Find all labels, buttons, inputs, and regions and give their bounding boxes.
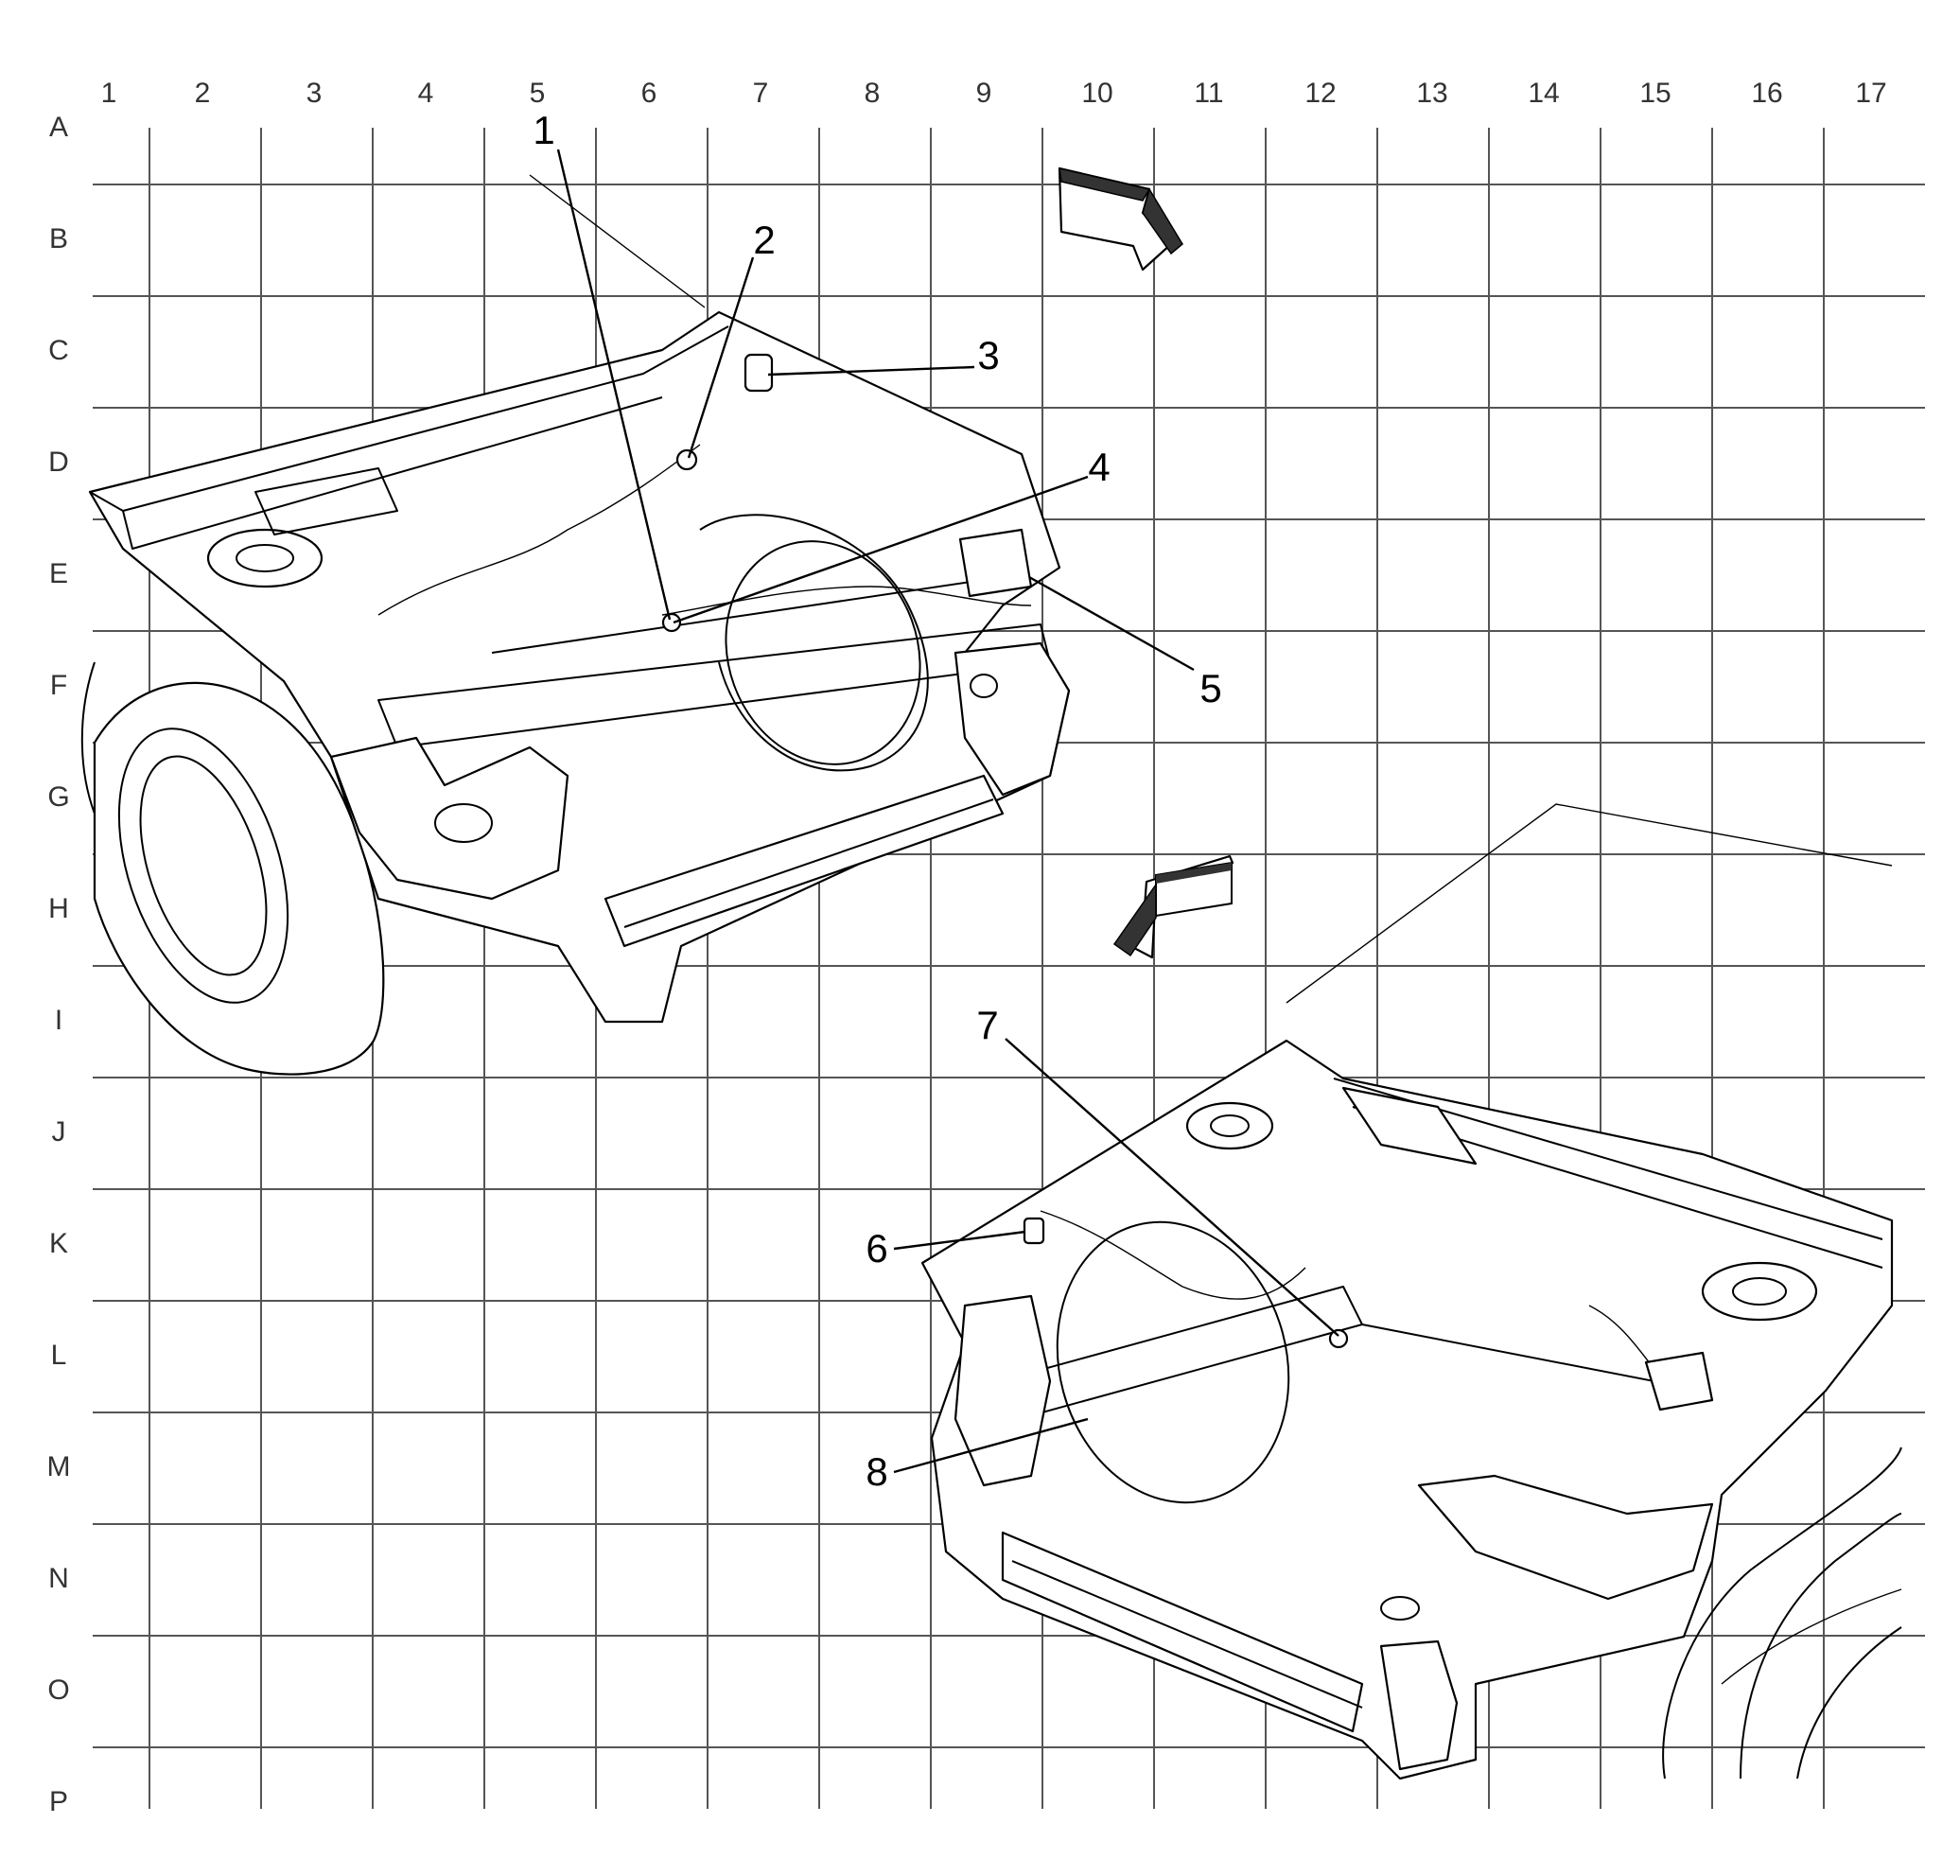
row-label: H	[48, 893, 69, 924]
row-label: O	[47, 1674, 69, 1706]
column-label: 4	[418, 78, 434, 109]
column-label: 14	[1528, 78, 1559, 109]
lower-engine-bay	[920, 1039, 1894, 1780]
column-label: 7	[753, 78, 769, 109]
upper-left-view	[80, 167, 1183, 1076]
row-label: B	[49, 223, 68, 254]
callout-5: 5	[1199, 666, 1221, 710]
column-label: 5	[530, 78, 546, 109]
left-tire-illustration	[80, 661, 385, 1076]
row-label: E	[49, 558, 68, 589]
column-labels: 1 2 3 4 5 6 7 8 9 10 11 12 13 14 15 16 1…	[101, 78, 1887, 109]
ground-4-icon	[661, 612, 682, 633]
row-labels: A B C D E F G H I J K L M N O P	[47, 112, 71, 1817]
column-label: 16	[1751, 78, 1782, 109]
column-label: 10	[1081, 78, 1112, 109]
row-label: N	[48, 1563, 69, 1594]
column-label: 2	[195, 78, 211, 109]
callout-4: 4	[1088, 445, 1110, 489]
row-label: C	[48, 335, 69, 366]
column-label: 15	[1639, 78, 1671, 109]
upper-engine-bay	[88, 310, 1071, 1024]
callout-6: 6	[866, 1226, 887, 1271]
column-label: 3	[306, 78, 323, 109]
connector-6-icon	[1023, 1217, 1045, 1245]
right-tire-illustration	[1662, 1446, 1902, 1780]
row-label: P	[49, 1786, 68, 1817]
column-label: 11	[1194, 78, 1223, 109]
column-label: 6	[641, 78, 657, 109]
column-label: 8	[865, 78, 881, 109]
module-5-icon	[958, 528, 1033, 598]
row-label: A	[49, 112, 68, 143]
callout-3: 3	[977, 333, 999, 377]
module-right-icon	[1644, 1351, 1714, 1411]
callout-7: 7	[976, 1003, 998, 1047]
connector-2-icon	[675, 448, 698, 471]
callout-1: 1	[533, 108, 554, 152]
column-label: 12	[1304, 78, 1336, 109]
ground-7-icon	[1328, 1328, 1349, 1349]
row-label: D	[48, 447, 69, 478]
row-label: L	[51, 1340, 67, 1371]
column-label: 9	[976, 78, 992, 109]
row-label: F	[50, 670, 67, 701]
row-label: K	[49, 1228, 68, 1259]
column-label: 1	[101, 78, 117, 109]
arrow-right-icon	[1058, 167, 1183, 272]
row-label: M	[47, 1451, 71, 1482]
callout-8: 8	[866, 1449, 887, 1494]
row-label: I	[55, 1005, 62, 1036]
arrow-left-icon	[1112, 854, 1234, 959]
connector-3-icon	[744, 353, 774, 393]
callout-2: 2	[753, 218, 775, 262]
column-label: 17	[1855, 78, 1886, 109]
callouts: 1 2 3 4 5 6 7 8	[533, 108, 1339, 1494]
column-label: 13	[1416, 78, 1447, 109]
lower-right-view	[920, 803, 1902, 1780]
row-label: G	[47, 781, 69, 813]
row-label: J	[52, 1116, 66, 1148]
